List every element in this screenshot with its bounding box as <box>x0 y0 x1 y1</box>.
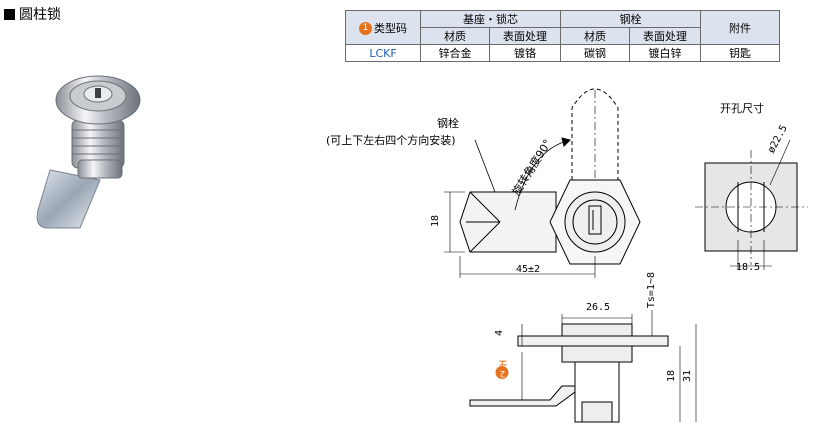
dim-4: 4 <box>494 330 505 337</box>
h-dim: 2H <box>494 360 510 380</box>
h-badge-icon: 2 <box>496 366 509 380</box>
accessory-cell: 钥匙 <box>700 44 780 62</box>
product-photo <box>36 75 141 229</box>
base-material-cell: 锌合金 <box>420 44 490 62</box>
type-code-badge-icon: 1 <box>359 22 372 35</box>
bolt-note: (可上下左右四个方向安装) <box>326 134 456 147</box>
base-core-header: 基座・锁芯 <box>420 10 561 28</box>
type-code-cell: LCKF <box>345 44 421 62</box>
bolt-header: 钢栓 <box>560 10 701 28</box>
dim-31: 31 <box>682 370 693 383</box>
surface-header-2: 表面处理 <box>629 27 701 45</box>
page-title: 圆柱锁 <box>4 4 61 24</box>
surface-header: 表面处理 <box>489 27 561 45</box>
table-row: LCKF 锌合金 镀铬 碳钢 镀白锌 钥匙 <box>345 44 780 62</box>
material-header-2: 材质 <box>560 27 630 45</box>
accessory-header: 附件 <box>700 10 780 45</box>
dim-18b: 18 <box>666 370 677 383</box>
ts-dim: Ts=1~8 <box>646 272 657 309</box>
technical-drawing <box>444 88 808 423</box>
bolt-label: 钢栓 <box>437 117 459 130</box>
title-text: 圆柱锁 <box>19 7 61 23</box>
dim-26-5: 26.5 <box>586 302 611 313</box>
hole-width-dim: 18.5 <box>736 262 761 273</box>
bolt-surface-cell: 镀白锌 <box>629 44 701 62</box>
height-18-dim: 18 <box>430 215 441 228</box>
title-square-icon <box>4 8 15 20</box>
hole-size-label: 开孔尺寸 <box>720 102 764 115</box>
length-dim: 45±2 <box>516 264 541 275</box>
base-surface-cell: 镀铬 <box>489 44 561 62</box>
material-header: 材质 <box>420 27 490 45</box>
bolt-material-cell: 碳钢 <box>560 44 630 62</box>
